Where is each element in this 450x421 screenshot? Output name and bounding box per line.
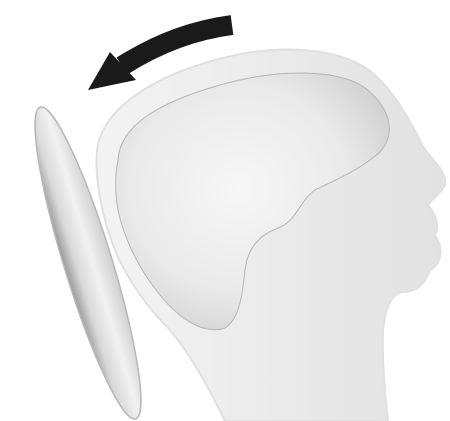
diagram-canvas bbox=[0, 0, 450, 421]
head-support-diagram bbox=[0, 0, 450, 421]
